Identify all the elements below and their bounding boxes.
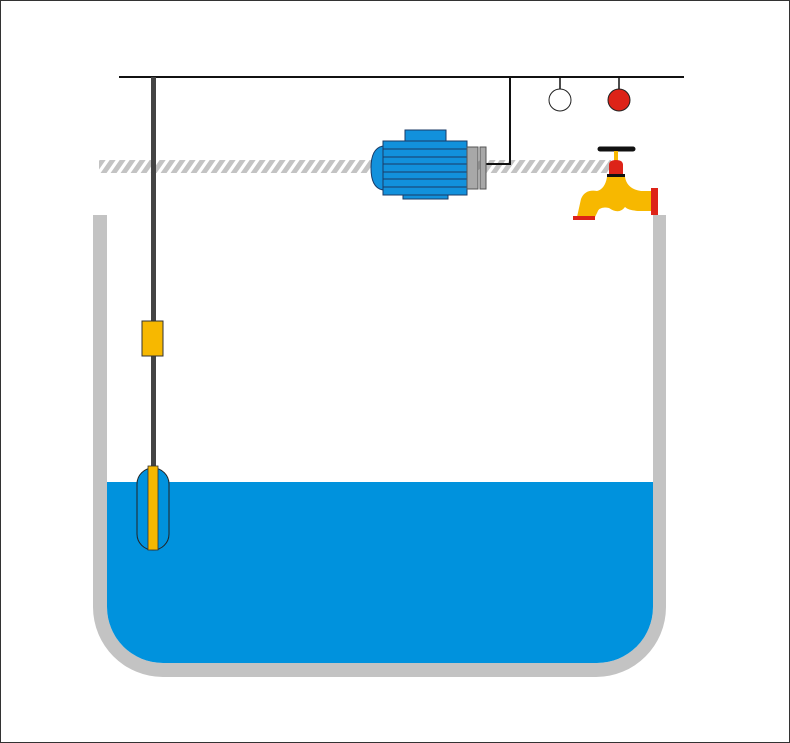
float-rod (151, 77, 156, 550)
pump-motor (370, 129, 487, 200)
motor-wire (486, 77, 511, 165)
lower-float-stripe (147, 465, 159, 551)
water (107, 482, 653, 663)
upper-float-switch (141, 320, 164, 357)
faucet (573, 146, 666, 223)
indicator-lamp-on (607, 88, 631, 112)
indicator-lamp-off (548, 88, 572, 112)
ground-hatch (99, 160, 611, 173)
